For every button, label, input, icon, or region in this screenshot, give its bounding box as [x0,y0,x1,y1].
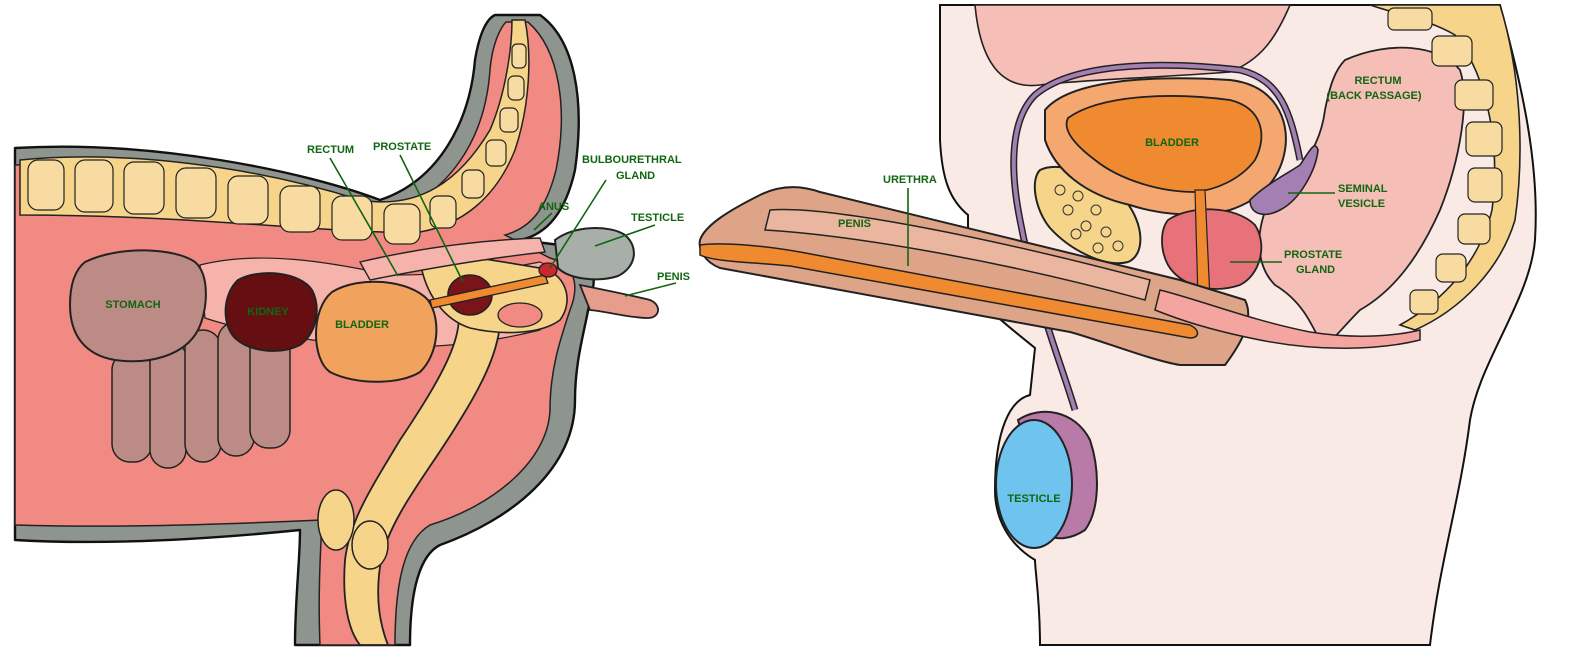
left-knee-bone-2 [351,520,389,570]
label-rectum-1: RECTUM [1354,75,1401,87]
right-vertebrae [1387,7,1503,315]
right-urethra [699,243,1199,339]
right-anatomy-diagram: BLADDER TESTICLE URETHRA PENIS RECTUM (B… [698,4,1537,646]
right-penis-glans-band [764,208,1151,301]
label-right-bladder: BLADDER [1145,137,1199,149]
label-stomach: STOMACH [105,299,160,311]
label-kidney: KIDNEY [247,306,289,318]
leader-anus [533,212,553,231]
left-hip-socket [497,302,543,328]
label-bulbourethral-2: GLAND [616,170,655,182]
label-seminal-2: VESICLE [1338,198,1385,210]
right-seminal-vesicle [1249,145,1319,216]
label-left-penis: PENIS [657,271,690,283]
label-anus: ANUS [538,201,569,213]
left-bladder [315,280,438,383]
label-prostate-1: PROSTATE [1284,249,1342,261]
left-knee-bone [317,489,355,551]
label-prostate-2: GLAND [1296,264,1335,276]
label-right-penis: PENIS [838,218,871,230]
left-anatomy-diagram: STOMACH KIDNEY BLADDER RECTUM PROSTATE B… [13,13,690,647]
label-right-testicle: TESTICLE [1007,493,1060,505]
right-testicle [995,419,1073,549]
right-pubic-bone-texture [1054,184,1124,254]
label-prostate: PROSTATE [373,141,431,153]
right-urethra-connector [1154,289,1421,350]
left-kidney [224,272,318,352]
left-urethra [429,274,549,309]
left-penis [578,283,659,319]
left-bulbourethral-gland [538,262,558,278]
label-bulbourethral-1: BULBOURETHRAL [582,154,682,166]
label-left-bladder: BLADDER [335,319,389,331]
leader-left-penis [624,282,677,297]
left-testicle [553,227,635,281]
left-rectum [358,237,546,281]
right-bladder [1065,95,1263,193]
leader-bulbourethral [549,179,607,269]
label-urethra: URETHRA [883,174,937,186]
leader-prostate [399,154,464,283]
label-left-testicle: TESTICLE [631,212,684,224]
leader-rectum [329,157,399,277]
left-stomach [68,249,207,363]
right-prostate-gland [1161,208,1263,290]
left-vertebrae [27,43,527,245]
label-seminal-1: SEMINAL [1338,183,1388,195]
left-leg-bone [343,299,502,646]
label-rectum-2: (BACK PASSAGE) [1326,90,1421,102]
label-rectum: RECTUM [307,144,354,156]
leader-testicle [594,224,656,247]
